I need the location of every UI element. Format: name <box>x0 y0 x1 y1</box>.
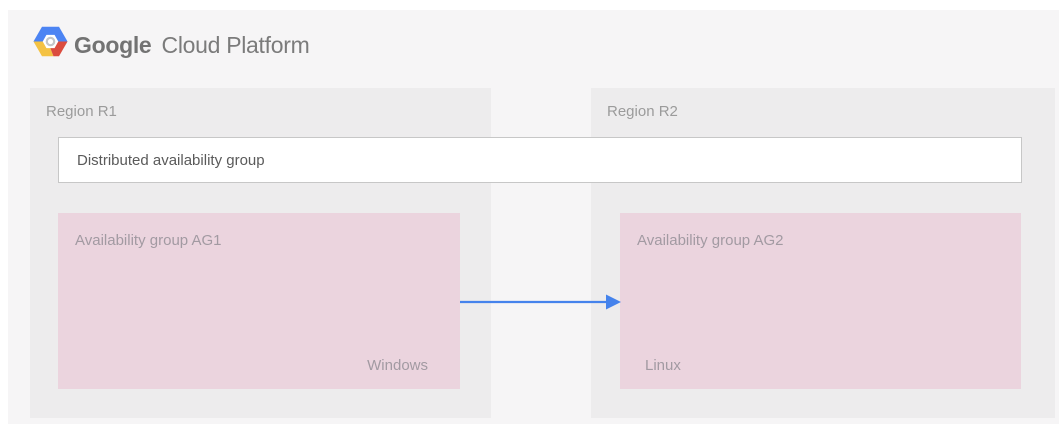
availability-group-ag2-label: Availability group AG2 <box>637 232 784 249</box>
ag1-os-windows-label: Windows <box>367 357 428 374</box>
replication-arrow-icon <box>460 294 621 310</box>
distributed-availability-group-label: Distributed availability group <box>77 151 265 169</box>
diagram-canvas: Google Cloud Platform Region R1 Region R… <box>8 10 1059 424</box>
brand-lockup: Google Cloud Platform <box>74 32 310 59</box>
availability-group-ag1-label: Availability group AG1 <box>75 232 222 249</box>
brand-google-text: Google <box>74 32 152 58</box>
region-r2-label: Region R2 <box>607 103 678 120</box>
region-r1-label: Region R1 <box>46 103 117 120</box>
availability-group-ag1-box: Availability group AG1 Windows <box>58 213 460 389</box>
gcp-logo-icon <box>33 26 68 57</box>
distributed-availability-group-box: Distributed availability group <box>58 137 1022 183</box>
ag2-os-linux-label: Linux <box>645 357 681 374</box>
availability-group-ag2-box: Availability group AG2 Linux <box>620 213 1021 389</box>
brand-cloud-platform-text: Cloud Platform <box>161 32 310 58</box>
